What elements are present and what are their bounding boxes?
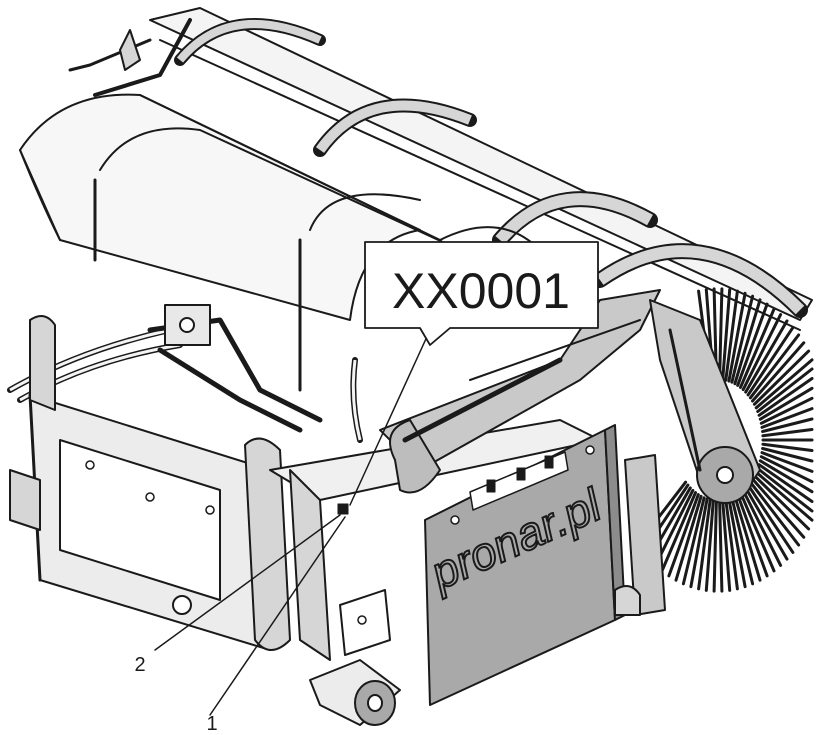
brush-bristle xyxy=(759,396,814,425)
callout-box: XX0001 xyxy=(364,241,599,346)
brush-bristle xyxy=(736,493,769,578)
brush-bristle xyxy=(721,498,732,592)
brush-bristle xyxy=(681,496,706,586)
brush-bristle xyxy=(739,307,776,389)
brush-bristle xyxy=(751,477,806,539)
brush-bristle xyxy=(748,333,801,400)
brush-bristle xyxy=(733,494,762,582)
brush-bristle xyxy=(718,287,724,381)
brush-bristle xyxy=(744,486,789,561)
brush-bristle xyxy=(759,455,814,484)
brush-bristle xyxy=(761,447,814,463)
side-skid xyxy=(614,454,666,616)
brush-bristle xyxy=(741,488,783,567)
brush-bristle xyxy=(739,491,776,573)
brush-bristle xyxy=(697,498,712,591)
brush-bristle xyxy=(730,294,755,384)
brush-bristle xyxy=(733,298,762,386)
brush-bristle xyxy=(721,288,732,382)
brush-bristle xyxy=(756,367,814,413)
top-frame-rail xyxy=(68,7,813,331)
brush-bristle xyxy=(712,499,718,593)
brush-bristle xyxy=(756,467,814,513)
brush-bristle xyxy=(751,341,806,403)
brush-bristle xyxy=(724,498,739,591)
brush-bristle xyxy=(718,499,724,593)
brush-bristle xyxy=(757,463,814,503)
mounting-frame xyxy=(9,315,291,651)
brush-bristle xyxy=(667,493,700,578)
brush-bristle xyxy=(752,349,811,406)
brush-bristle xyxy=(752,474,811,531)
brush-bristle xyxy=(674,494,703,582)
brush-bristle xyxy=(754,470,814,522)
brush-bristle xyxy=(727,497,747,589)
brush-bristle xyxy=(754,358,814,410)
brush-bristle xyxy=(758,386,814,421)
brush-bristle xyxy=(761,428,814,438)
brush-bristle xyxy=(746,326,795,397)
brush-bristle xyxy=(748,480,801,547)
brush-bristle xyxy=(760,451,814,473)
brush-bristle xyxy=(736,302,769,387)
label-1: 1 xyxy=(206,713,217,735)
brush-bristle xyxy=(660,491,697,573)
brush-bristle xyxy=(741,313,783,392)
leader-lines xyxy=(154,329,431,716)
hydraulic-hoses xyxy=(7,304,363,443)
brush-bristle xyxy=(727,291,747,383)
brush-arm xyxy=(379,289,661,494)
brush-bristle xyxy=(757,377,814,417)
brush-bristle xyxy=(746,483,795,554)
support-wheel xyxy=(309,589,401,726)
brush-cover xyxy=(19,93,541,392)
brush-bristle xyxy=(761,417,814,433)
brush-bristle xyxy=(730,496,755,586)
callout-code: XX0001 xyxy=(392,263,570,319)
brush-bristle xyxy=(724,289,739,382)
brush-bristle xyxy=(761,442,814,452)
brush-bristle xyxy=(760,407,814,429)
brush-bristle xyxy=(704,498,715,592)
brush-bristle xyxy=(744,319,789,394)
brush-bristle xyxy=(689,497,709,589)
rotating-brush xyxy=(635,287,814,593)
label-2: 2 xyxy=(134,654,145,676)
brush-drive xyxy=(649,299,761,504)
cover-hoops xyxy=(174,18,808,318)
brush-bristle xyxy=(758,459,814,494)
